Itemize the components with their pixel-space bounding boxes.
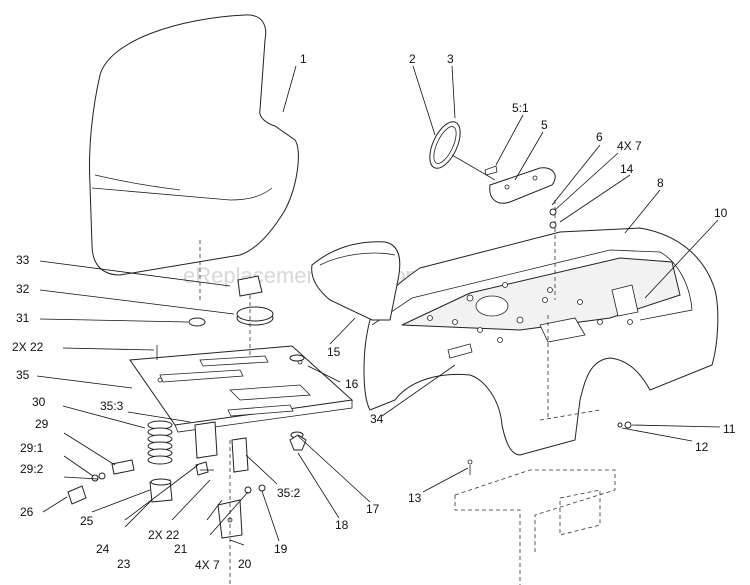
callout-16: 16: [345, 377, 359, 391]
callout-35: 35: [16, 368, 30, 382]
callout-1: 1: [300, 52, 307, 66]
callout-2: 2: [409, 52, 416, 66]
callout-3: 3: [447, 52, 454, 66]
callout-24: 24: [96, 542, 110, 556]
callout-29-1: 29:1: [20, 441, 44, 455]
callout-31: 31: [16, 311, 30, 325]
callout-35-3: 35:3: [100, 399, 124, 413]
cover-part: [311, 241, 401, 321]
callout-5-1: 5:1: [512, 101, 529, 115]
fender-fasteners: [467, 208, 632, 475]
callout-23: 23: [117, 557, 131, 571]
fastener-parts: [67, 345, 266, 505]
callout-8: 8: [657, 176, 664, 190]
callout-12: 12: [695, 440, 709, 454]
callout-11: 11: [723, 422, 736, 436]
callout-17: 17: [366, 502, 380, 516]
callout-13: 13: [408, 491, 422, 505]
callout-10: 10: [714, 206, 728, 220]
pad-parts: [188, 275, 305, 439]
callout-33: 33: [16, 253, 30, 267]
callout-29: 29: [35, 417, 49, 431]
callout-30: 30: [32, 395, 46, 409]
seat-plate-part: [129, 345, 354, 433]
knob-part: [289, 434, 307, 451]
frame-outline: [199, 200, 616, 585]
spring-part: [147, 420, 173, 503]
callout-14: 14: [620, 162, 634, 176]
callout-29-2: 29:2: [20, 462, 44, 476]
callout-32: 32: [16, 282, 30, 296]
mirror-part: [429, 121, 496, 181]
leader-lines: [36, 65, 721, 546]
callout-2x22-left: 2X 22: [12, 340, 44, 354]
callout-25: 25: [80, 514, 94, 528]
callout-21: 21: [174, 542, 188, 556]
callout-18: 18: [335, 518, 349, 532]
callout-2x22-bottom: 2X 22: [148, 528, 180, 542]
bracket-part: [194, 421, 249, 539]
callout-19: 19: [274, 542, 288, 556]
callout-26: 26: [20, 505, 34, 519]
plate-part: [484, 165, 556, 204]
callout-15: 15: [327, 345, 341, 359]
callout-5: 5: [541, 118, 548, 132]
callout-35-2: 35:2: [277, 486, 301, 500]
callout-20: 20: [238, 557, 252, 571]
callout-34: 34: [370, 412, 384, 426]
callout-4x7-bottom: 4X 7: [195, 558, 220, 572]
seat-part: [88, 14, 299, 276]
callout-6: 6: [596, 130, 603, 144]
callout-4x7-top: 4X 7: [617, 139, 642, 153]
callout-labels: 1 2 3 5:1 5 6 4X 7 14 8 10 33 32 31 2X 2…: [12, 52, 736, 572]
fender-part: [363, 227, 719, 456]
